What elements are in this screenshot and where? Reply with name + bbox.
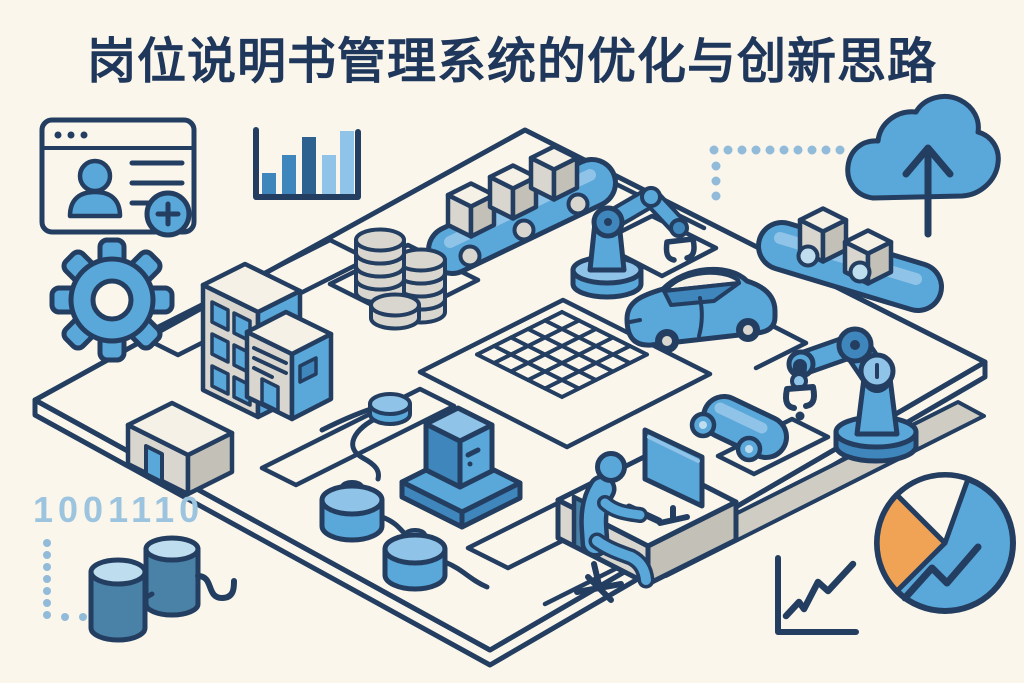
robot-arm-right-icon (782, 326, 919, 464)
conveyor-belt-top-icon (426, 147, 618, 276)
page-title: 岗位说明书管理系统的优化与创新思路 (86, 33, 937, 90)
monitor-icon (642, 427, 705, 526)
warehouse-icon (125, 400, 235, 497)
coin-stacks-icon (354, 227, 447, 331)
bar-chart-icon (253, 127, 361, 200)
conveyor-belt-right-icon (756, 209, 944, 313)
car-icon (624, 266, 778, 353)
person-icon (579, 451, 655, 589)
cloud-upload-icon (845, 94, 1001, 238)
circuit-nodes-icon (319, 392, 490, 592)
robot-arm-left-icon (570, 186, 697, 300)
pie-chart-icon (874, 472, 1016, 614)
add-icon (144, 190, 192, 238)
gear-icon (49, 237, 175, 363)
agv-cart-icon (689, 394, 789, 463)
line-chart-icon (775, 555, 859, 635)
solar-grid-icon (475, 310, 649, 399)
data-barrels-icon (88, 535, 237, 643)
dotted-path-top-icon (709, 145, 845, 201)
profile-card-icon (39, 117, 197, 238)
avatar (67, 158, 123, 219)
buildings-icon (200, 261, 334, 422)
upload-arrow-icon (902, 144, 954, 238)
server-icon (399, 405, 523, 530)
binary-code-label: 1001110 (33, 489, 205, 530)
workstation-icon (555, 427, 739, 603)
